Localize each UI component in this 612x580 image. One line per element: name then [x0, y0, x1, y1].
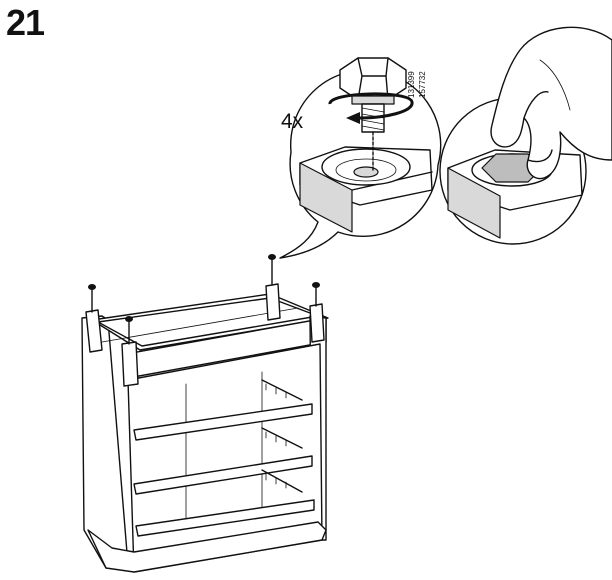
leg-block — [299, 146, 433, 233]
part-code-primary: 131399 — [407, 71, 416, 98]
step-number: 21 — [6, 2, 45, 43]
screw-icons — [88, 254, 320, 345]
clockwise-arrow-icon — [328, 92, 414, 124]
callout-hand-detail — [439, 26, 612, 245]
cabinet-legs — [85, 283, 325, 387]
callout-bolt-detail — [279, 57, 442, 259]
drawer-rails — [133, 379, 315, 537]
cabinet-frame — [81, 254, 329, 573]
hand-icon — [490, 26, 612, 180]
part-code-secondary: 157732 — [418, 71, 427, 98]
quantity-label: 4x — [281, 110, 304, 133]
